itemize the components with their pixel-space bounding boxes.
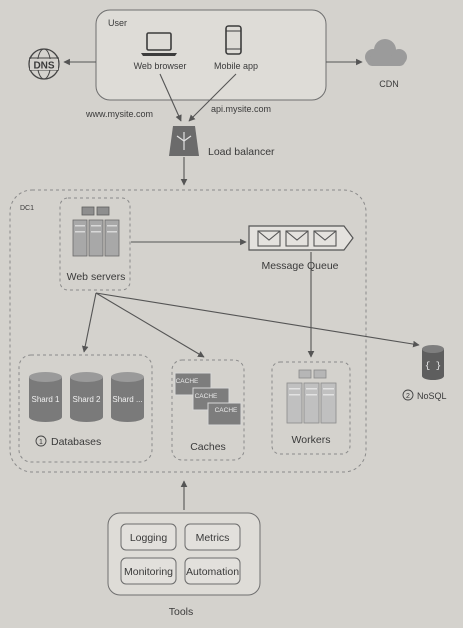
metrics-tool	[184, 523, 241, 551]
web-servers-label: Web servers	[67, 271, 126, 283]
load-balancer-node: Load balancer	[169, 126, 275, 158]
api-domain-label: api.mysite.com	[211, 104, 271, 114]
web-servers-to-nosql-arrow	[95, 292, 420, 348]
shard-1-database-icon	[29, 372, 62, 422]
mobile-app-label: Mobile app	[214, 61, 258, 71]
dc1-label: DC1	[20, 205, 34, 212]
www-domain-label: www.mysite.com	[85, 109, 153, 119]
cache-card-1-label: CACHE	[176, 378, 199, 385]
workers-node: Workers	[271, 361, 351, 455]
shard-n-database-icon	[111, 372, 144, 422]
cache-card-3-label: CACHE	[215, 407, 238, 414]
dc1-boundary	[9, 189, 367, 473]
web-servers-node: Web servers	[59, 197, 131, 291]
monitoring-label: Monitoring	[124, 566, 173, 578]
web-browser-label: Web browser	[134, 61, 187, 71]
cdn-node: CDN	[365, 39, 407, 89]
databases-number-badge: 1	[35, 435, 47, 447]
shard-2-database-icon	[70, 372, 103, 422]
logging-label: Logging	[130, 532, 168, 544]
worker-rack-icon	[286, 369, 337, 424]
databases-label: Databases	[51, 436, 101, 448]
caches-box	[171, 359, 245, 461]
user-title: User	[108, 18, 127, 28]
caches-label: Caches	[190, 441, 226, 453]
monitoring-tool	[120, 557, 177, 585]
user-box	[95, 9, 327, 101]
load-balancer-icon	[169, 126, 199, 156]
web-servers-box	[59, 197, 131, 291]
message-queue-label: Message Queue	[261, 260, 338, 272]
cloud-icon	[365, 39, 407, 66]
workers-box	[271, 361, 351, 455]
nosql-label: NoSQL	[417, 391, 447, 401]
mobile-phone-icon	[225, 25, 242, 55]
nosql-icon-glyph: { }	[425, 361, 441, 371]
shard-1-label: Shard 1	[31, 395, 60, 404]
shard-2-label: Shard 2	[72, 395, 101, 404]
web-servers-to-databases-arrow	[81, 292, 97, 353]
user-group: User Web browser Mobile app	[95, 9, 327, 101]
nosql-node: { } 2 NoSQL	[402, 345, 447, 401]
load-balancer-label: Load balancer	[208, 146, 275, 158]
laptop-icon	[141, 32, 177, 56]
cdn-label: CDN	[379, 79, 399, 89]
message-queue-node: Message Queue	[248, 225, 354, 272]
server-rack-icon	[72, 206, 120, 257]
databases-box	[18, 354, 153, 463]
nosql-number-badge: 2	[402, 389, 414, 401]
dns-node: DNS	[28, 48, 60, 80]
metrics-label: Metrics	[196, 532, 230, 544]
automation-tool	[184, 557, 241, 585]
caches-node: CACHE CACHE CACHE Caches	[171, 359, 245, 461]
logging-tool	[120, 523, 177, 551]
nosql-database-icon	[422, 345, 444, 380]
automation-label: Automation	[186, 566, 239, 578]
web-servers-to-caches-arrow	[95, 292, 205, 358]
tools-label: Tools	[169, 606, 194, 618]
cache-stack-icon: CACHE CACHE CACHE	[174, 372, 242, 426]
workers-label: Workers	[292, 434, 331, 446]
message-queue-icon	[248, 225, 354, 251]
cache-card-2-label: CACHE	[195, 393, 218, 400]
shard-n-label: Shard ...	[112, 395, 142, 404]
databases-node: Shard 1 Shard 2 Shard ... 1 Databases	[18, 354, 153, 463]
databases-number: 1	[39, 439, 43, 446]
tools-node: Logging Metrics Monitoring Automation To…	[107, 512, 261, 618]
web-browser-to-lb-arrow	[159, 73, 182, 122]
mobile-app-to-lb-arrow	[188, 73, 237, 122]
dns-label: DNS	[33, 61, 54, 72]
nosql-number: 2	[406, 393, 410, 400]
